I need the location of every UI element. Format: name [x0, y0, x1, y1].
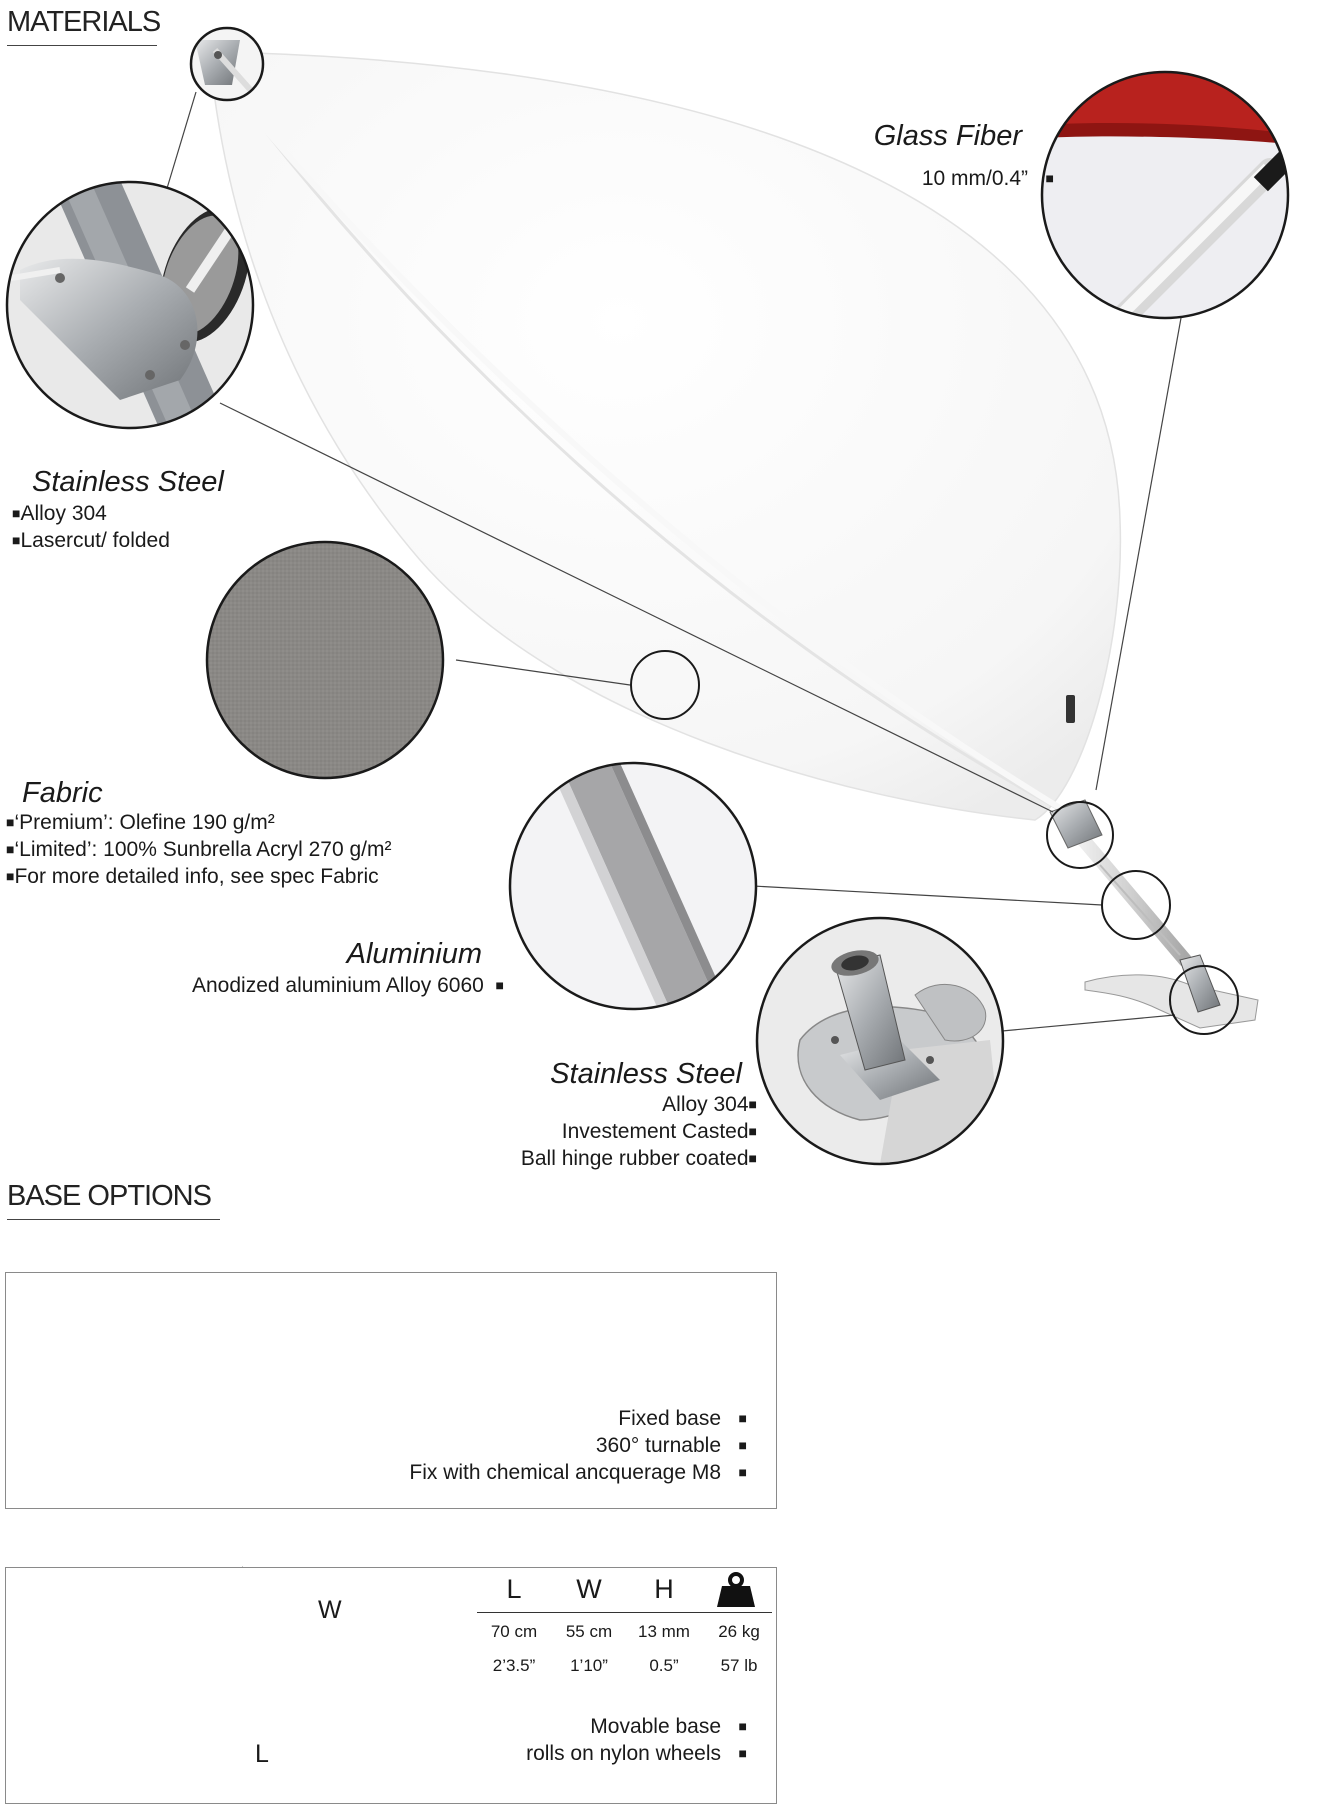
pole-assembly	[1049, 799, 1259, 1029]
spec-cell: 55 cm	[565, 1622, 613, 1641]
spec-table-divider	[477, 1612, 772, 1613]
fixed-base-panel	[5, 1272, 777, 1509]
stainless-steel-bottom-line-2: Investement Casted■	[561, 1120, 757, 1143]
dimension-label-l: L	[255, 1740, 269, 1768]
glass-fiber-spec: 10 mm/0.4” ■	[922, 165, 1054, 194]
fabric-line-2: ■‘Limited’: 100% Sunbrella Acryl 270 g/m…	[6, 838, 392, 861]
glass-fiber-title: Glass Fiber	[873, 120, 1022, 152]
bullet-icon: ■	[6, 841, 15, 857]
fixed-base-line-1: Fixed base ■	[618, 1407, 747, 1430]
fabric-texture-zoom	[205, 540, 445, 780]
shade-sail	[208, 51, 1122, 821]
fabric-title: Fabric	[22, 777, 103, 809]
spec-cell: 0.5”	[649, 1656, 679, 1675]
corner-fitting-detail	[189, 26, 265, 102]
spec-header-h: H	[654, 1574, 674, 1604]
glass-fiber-zoom	[1040, 70, 1290, 320]
bullet-icon: ■	[6, 868, 15, 884]
bullet-icon: ■	[738, 1464, 747, 1480]
spec-header-w: W	[576, 1574, 602, 1604]
bullet-icon: ■	[748, 1096, 757, 1112]
fabric-line-1: ■‘Premium’: Olefine 190 g/m²	[6, 811, 275, 834]
spec-cell: 26 kg	[718, 1622, 760, 1641]
spec-cell: 13 mm	[638, 1622, 690, 1641]
bullet-icon: ■	[738, 1437, 747, 1453]
bullet-icon: ■	[738, 1718, 747, 1734]
stainless-steel-bottom-line-3: Ball hinge rubber coated■	[520, 1147, 757, 1170]
stainless-steel-top-line-1: ■Alloy 304	[12, 502, 107, 525]
movable-base-line-1: Movable base ■	[590, 1715, 747, 1738]
glass-fiber-line-1: 10 mm/0.4”	[921, 167, 1029, 190]
bullet-icon: ■	[1045, 170, 1054, 186]
spec-cell: 2’3.5”	[492, 1656, 536, 1675]
indicator-circles	[630, 650, 1239, 1035]
fabric-line-3: ■For more detailed info, see spec Fabric	[6, 865, 379, 888]
bullet-icon: ■	[12, 505, 21, 521]
base-options-section-title: BASE OPTIONS	[7, 1180, 220, 1220]
bullet-icon: ■	[495, 977, 504, 993]
fixed-base-line-3: Fix with chemical ancquerage M8 ■	[409, 1461, 747, 1484]
fixed-base-line-2: 360° turnable ■	[595, 1434, 747, 1457]
callout-lines	[164, 91, 1182, 1032]
bullet-icon: ■	[748, 1123, 757, 1139]
aluminium-title: Aluminium	[346, 938, 482, 970]
aluminium-zoom	[508, 761, 758, 1011]
weight-icon	[716, 1572, 756, 1608]
aluminium-line-1: Anodized aluminium Alloy 6060 ■	[192, 974, 504, 997]
movable-base-panel	[5, 1567, 777, 1804]
bullet-icon: ■	[12, 532, 21, 548]
spec-cell: 1’10”	[570, 1656, 608, 1675]
stainless-steel-bottom-line-1: Alloy 304■	[662, 1093, 757, 1116]
stainless-steel-bottom-title: Stainless Steel	[550, 1058, 742, 1090]
stainless-steel-bottom-zoom	[755, 916, 1005, 1166]
materials-section-title: MATERIALS	[7, 6, 161, 46]
bullet-icon: ■	[738, 1745, 747, 1761]
bullet-icon: ■	[738, 1410, 747, 1426]
stainless-steel-top-zoom	[5, 180, 255, 430]
movable-base-line-2: rolls on nylon wheels ■	[526, 1742, 747, 1765]
stainless-steel-top-title: Stainless Steel	[32, 466, 224, 498]
spec-cell: 70 cm	[490, 1622, 538, 1641]
spec-cell: 57 lb	[720, 1656, 758, 1675]
spec-header-l: L	[506, 1574, 522, 1604]
dimension-label-w: W	[318, 1596, 342, 1624]
bullet-icon: ■	[748, 1150, 757, 1166]
bullet-icon: ■	[6, 814, 15, 830]
stainless-steel-top-line-2: ■Lasercut/ folded	[12, 529, 170, 552]
